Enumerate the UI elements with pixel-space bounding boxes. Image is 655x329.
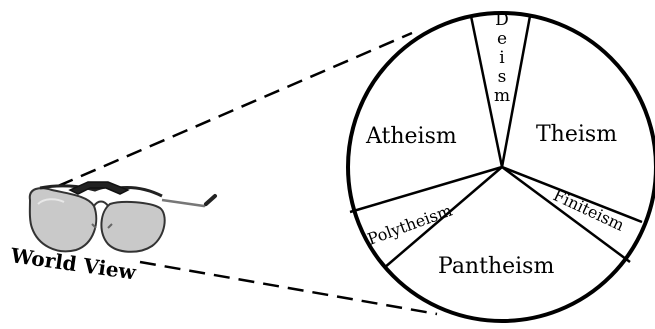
divider-theism-finiteism	[501, 165, 643, 224]
deism-letter: i	[499, 48, 505, 68]
left-lens	[28, 187, 98, 253]
deism-label: D e i s m	[494, 10, 510, 106]
divider-atheism-deism	[469, 15, 504, 168]
nose-pads	[91, 223, 113, 229]
deism-letter: m	[494, 86, 510, 106]
segment-dividers	[349, 15, 643, 269]
dashed-view-lines	[34, 31, 438, 316]
temple-arm-tip	[204, 194, 217, 206]
theism-label: Theism	[536, 122, 617, 147]
divider-pantheism-polytheism	[383, 166, 503, 269]
lower-dashed-line	[139, 260, 438, 316]
deism-letter: D	[495, 10, 509, 30]
divider-finiteism-pantheism	[501, 165, 631, 264]
divider-deism-theism	[500, 15, 532, 168]
upper-dashed-line	[34, 31, 413, 198]
lens-highlight	[37, 198, 65, 205]
sunglasses-icon	[28, 181, 217, 253]
deism-letter: e	[497, 29, 507, 49]
right-lens	[100, 200, 166, 253]
atheism-label: Atheism	[365, 124, 457, 149]
divider-polytheism-atheism	[349, 165, 503, 214]
pantheism-label: Pantheism	[438, 254, 554, 279]
glasses-brow-bar	[68, 181, 130, 195]
glasses-bridge	[93, 200, 109, 207]
deism-letter: s	[498, 67, 507, 87]
